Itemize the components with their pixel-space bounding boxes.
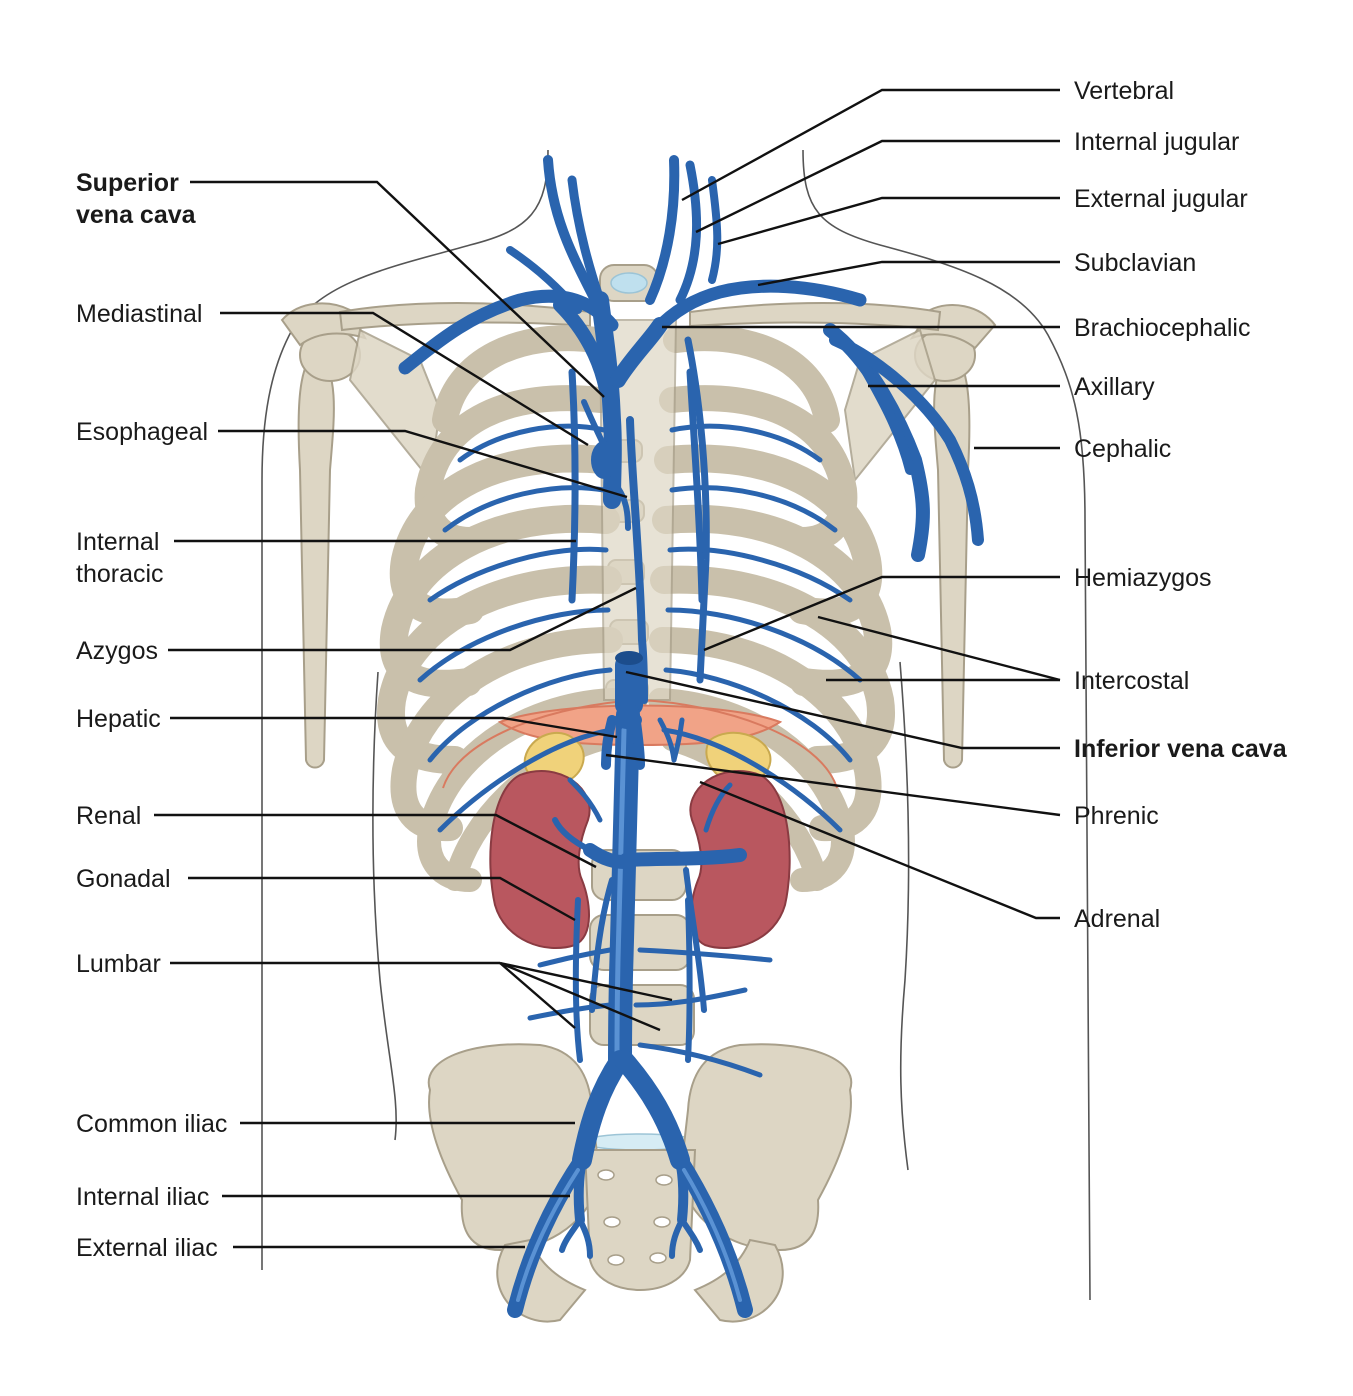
leader-lumbar-a xyxy=(499,962,576,1029)
label-external-iliac: External iliac xyxy=(76,1234,218,1262)
label-brachiocephalic: Brachiocephalic xyxy=(1074,314,1251,342)
leader-inferior-vena-cava xyxy=(625,670,1060,750)
label-inferior-vena-cava: Inferior vena cava xyxy=(1074,735,1288,763)
labels-right: Vertebral Internal jugular External jugu… xyxy=(1074,77,1288,933)
leader-external-jugular xyxy=(717,196,1060,246)
label-superior-vena-cava-line2: vena cava xyxy=(76,201,197,229)
body-outline xyxy=(261,149,1091,1301)
label-internal-iliac: Internal iliac xyxy=(76,1183,209,1211)
leader-internal-jugular xyxy=(695,139,1060,234)
label-internal-jugular: Internal jugular xyxy=(1074,128,1239,156)
label-hemiazygos: Hemiazygos xyxy=(1074,564,1212,592)
label-axillary: Axillary xyxy=(1074,373,1155,401)
rib-cage xyxy=(377,319,895,892)
label-intercostal: Intercostal xyxy=(1074,667,1189,695)
label-superior-vena-cava: Superior xyxy=(76,169,179,197)
label-internal-thoracic-line2: thoracic xyxy=(76,560,164,588)
label-external-jugular: External jugular xyxy=(1074,185,1248,213)
label-common-iliac: Common iliac xyxy=(76,1110,227,1138)
leader-subclavian xyxy=(757,260,1060,287)
leader-hemiazygos xyxy=(703,575,1060,652)
labels-left: Superior vena cava Mediastinal Esophagea… xyxy=(76,169,227,1262)
leader-renal xyxy=(154,813,597,869)
label-mediastinal: Mediastinal xyxy=(76,300,202,328)
label-hepatic: Hepatic xyxy=(76,705,161,733)
label-renal: Renal xyxy=(76,802,141,830)
label-azygos: Azygos xyxy=(76,637,158,665)
label-adrenal: Adrenal xyxy=(1074,905,1160,933)
leader-vertebral xyxy=(681,88,1060,202)
label-lumbar: Lumbar xyxy=(76,950,161,978)
veins xyxy=(398,155,984,1318)
leader-esophageal xyxy=(218,429,628,499)
leader-mediastinal xyxy=(220,311,589,447)
leader-hepatic xyxy=(170,716,618,739)
label-gonadal: Gonadal xyxy=(76,865,171,893)
label-internal-thoracic: Internal xyxy=(76,528,159,556)
leader-lines xyxy=(154,88,1061,1249)
label-subclavian: Subclavian xyxy=(1074,249,1196,277)
leader-lumbar-c xyxy=(499,961,661,1032)
label-phrenic: Phrenic xyxy=(1074,802,1159,830)
leader-lumbar-b xyxy=(499,961,673,1002)
leader-phrenic xyxy=(605,753,1061,817)
leader-superior-vena-cava xyxy=(190,180,605,398)
leader-intercostal-a xyxy=(817,615,1061,682)
label-cephalic: Cephalic xyxy=(1074,435,1171,463)
leader-gonadal xyxy=(188,876,576,922)
label-esophageal: Esophageal xyxy=(76,418,208,446)
leader-azygos xyxy=(168,586,637,652)
label-vertebral: Vertebral xyxy=(1074,77,1174,105)
leader-adrenal xyxy=(699,780,1060,920)
